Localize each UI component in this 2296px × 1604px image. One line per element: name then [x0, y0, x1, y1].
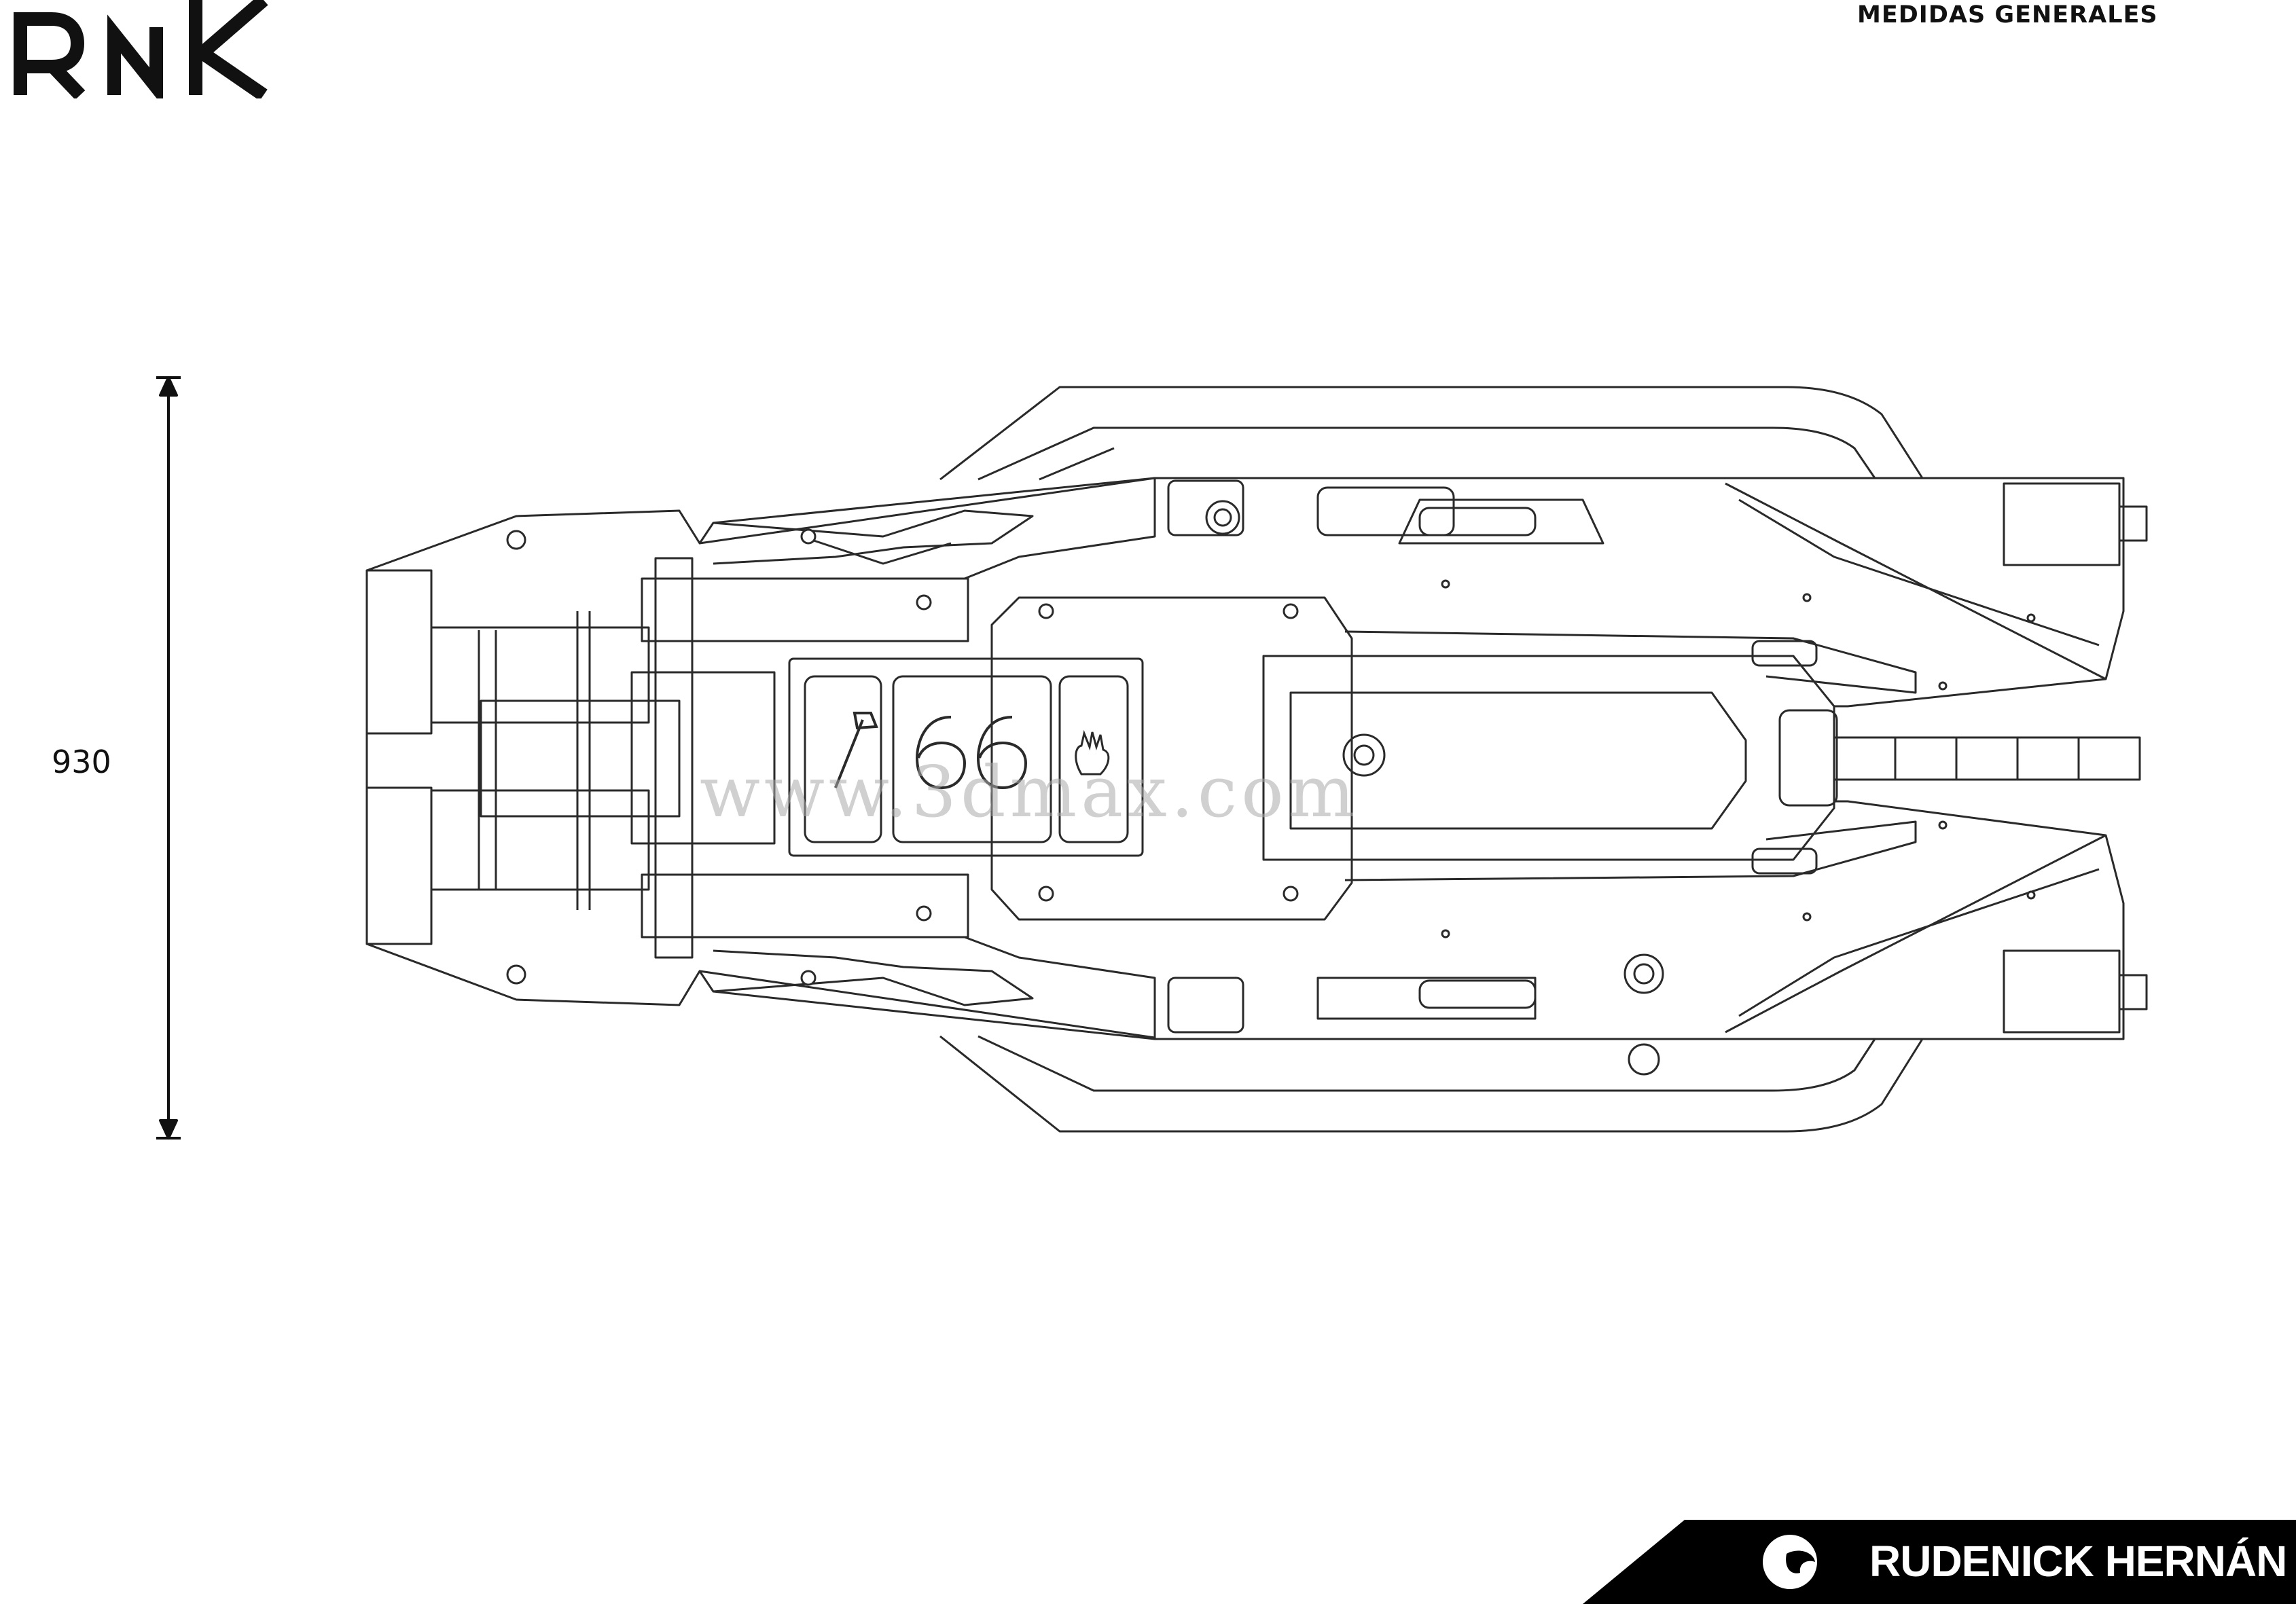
- seat-unit: [1262, 630, 1917, 881]
- hand-icon: [1075, 729, 1110, 776]
- front-forks: [365, 557, 969, 959]
- top-roll-bar: [939, 386, 1924, 481]
- bolts: [506, 528, 2036, 986]
- rear-swingarm: [1833, 736, 2141, 781]
- upper-trellis: [699, 477, 2148, 680]
- wrench-icon: [834, 712, 878, 788]
- lower-trellis: [699, 834, 2148, 1039]
- bottom-roll-bar: [939, 1035, 1924, 1133]
- gear-icon: [1342, 733, 1386, 777]
- rear-hub: [1624, 953, 1664, 1076]
- nose-panel: [788, 657, 1144, 857]
- dimension-line: [156, 376, 181, 1140]
- sheet-title: MEDIDAS GENERALES: [1857, 1, 2158, 29]
- author-name: RUDENICK HERNÁN: [1869, 1537, 2287, 1586]
- center-plate: [990, 596, 1353, 921]
- footer-banner: [1583, 1520, 2296, 1604]
- number-66-decal: [915, 716, 1028, 790]
- watermark-text: www.3dmax.com: [700, 750, 1359, 833]
- fuel-cap: [1205, 500, 1240, 535]
- dimension-value: 930: [52, 744, 111, 780]
- rnk-logo: [14, 0, 268, 98]
- wave-emblem-icon: [1763, 1535, 1817, 1589]
